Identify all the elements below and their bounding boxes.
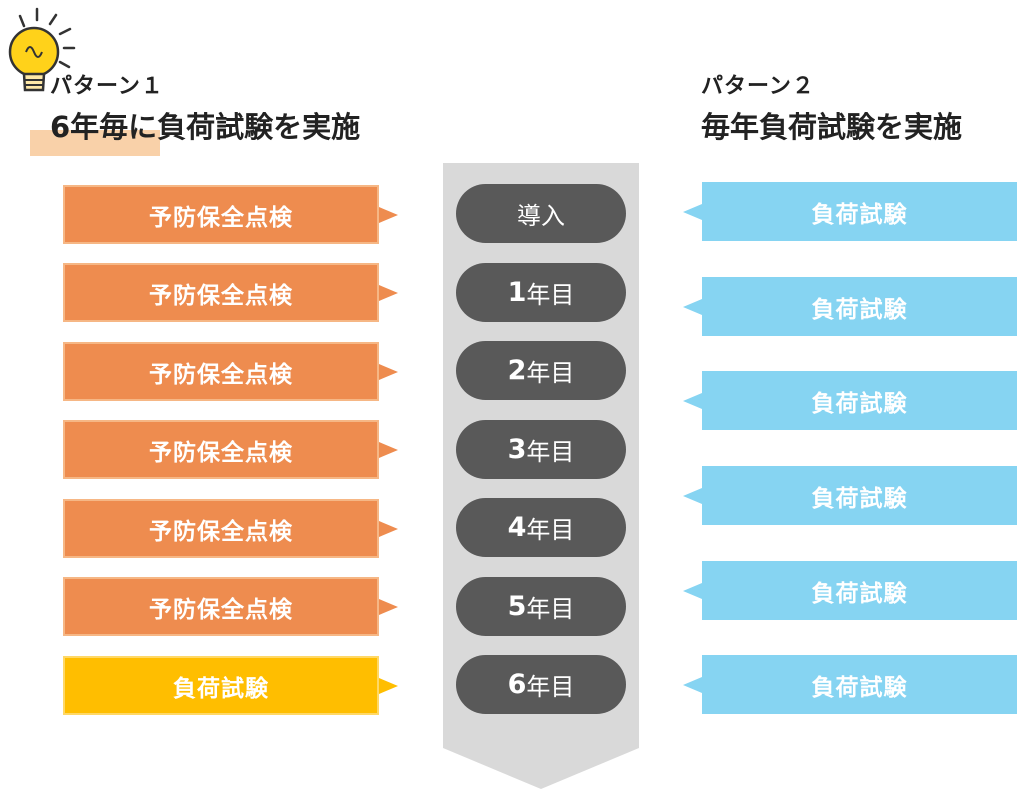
pattern1-pointer [379,521,398,537]
pattern1-pointer [379,364,398,380]
title-highlight [30,130,160,156]
pattern1-label: パターン１ [50,74,164,99]
pattern2-box-year6: 負荷試験 [702,655,1017,714]
pattern1-pointer [379,442,398,458]
pattern2-pointer [683,299,702,315]
timeline-step-text: 年目 [526,281,575,309]
pattern1-box-year1: 予防保全点検 [63,263,379,322]
pattern1-pointer [379,599,398,615]
pattern2-pointer [683,204,702,220]
pattern2-pointer [683,677,702,693]
timeline-step-number: 4 [507,512,527,543]
timeline-step-text: 導入 [517,202,565,230]
timeline-step-number: 2 [507,355,527,386]
pattern1-box-year3: 予防保全点検 [63,420,379,479]
pattern2-pointer [683,583,702,599]
timeline-step-number: 6 [507,669,527,700]
timeline-step-number: 1 [507,277,527,308]
lightbulb-icon [8,7,76,92]
pattern2-title: 毎年負荷試験を実施 [701,110,963,144]
timeline-step-text: 年目 [526,673,575,701]
pattern1-pointer [379,285,398,301]
pattern2-pointer [683,488,702,504]
pattern2-box-year5: 負荷試験 [702,561,1017,620]
timeline-step-text: 年目 [526,438,575,466]
pattern1-title: 6年毎に負荷試験を実施 [50,110,361,144]
pattern2-box-year3: 負荷試験 [702,371,1017,430]
pattern2-label: パターン２ [701,74,815,99]
pattern1-box-year2: 予防保全点検 [63,342,379,401]
pattern1-box-year4: 予防保全点検 [63,499,379,558]
pattern1-pointer [379,207,398,223]
timeline-step-text: 年目 [526,359,575,387]
timeline-step-number: 3 [507,434,527,465]
timeline-step-text: 年目 [526,516,575,544]
pattern2-pointer [683,393,702,409]
pattern1-box-intro: 予防保全点検 [63,185,379,244]
timeline-step-number: 5 [507,591,527,622]
timeline-step-text: 年目 [526,595,575,623]
pattern1-box-year5: 予防保全点検 [63,577,379,636]
pattern2-box-year4: 負荷試験 [702,466,1017,525]
pattern2-box-year2: 負荷試験 [702,277,1017,336]
pattern1-pointer [379,678,398,694]
pattern2-box-year1: 負荷試験 [702,182,1017,241]
pattern1-box-year6: 負荷試験 [63,656,379,715]
timeline-step-intro: 導入 [456,184,626,243]
